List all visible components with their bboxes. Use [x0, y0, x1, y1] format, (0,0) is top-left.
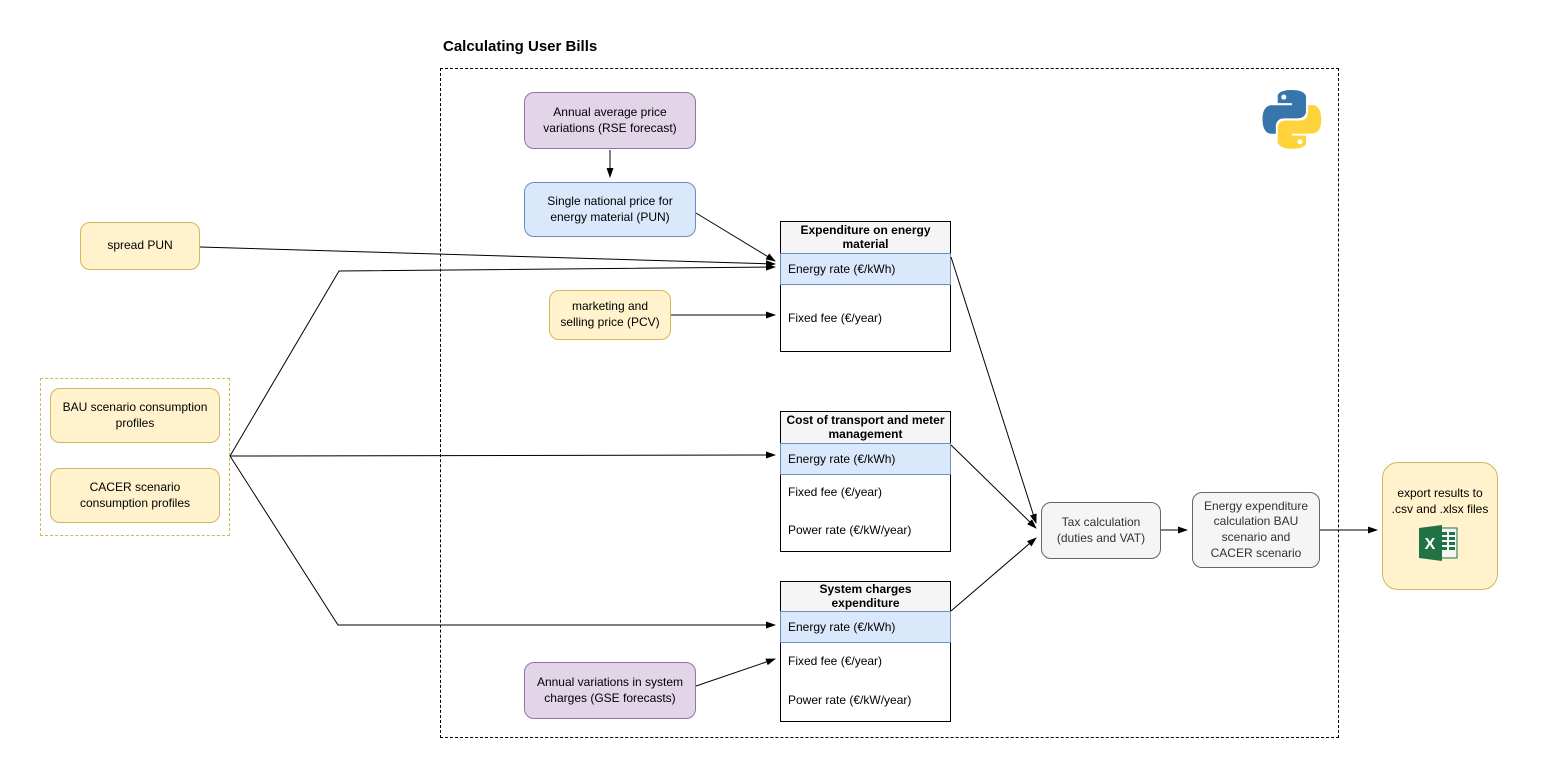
table-row-energy-rate[interactable]: Energy rate (€/kWh): [780, 253, 951, 285]
node-cacer-profiles[interactable]: CACER scenario consumption profiles: [50, 468, 220, 523]
node-bau-profiles[interactable]: BAU scenario consumption profiles: [50, 388, 220, 443]
node-tax-calculation-label: Tax calculation (duties and VAT): [1056, 514, 1146, 545]
node-tax-calculation[interactable]: Tax calculation (duties and VAT): [1041, 502, 1161, 559]
table-row-energy-rate[interactable]: Energy rate (€/kWh): [780, 443, 951, 475]
excel-icon: X: [1419, 525, 1461, 566]
node-export-results[interactable]: export results to .csv and .xlsx files X: [1382, 462, 1498, 590]
row-label: Power rate (€/kW/year): [788, 692, 912, 707]
python-logo-icon: [1262, 90, 1322, 149]
row-label: Fixed fee (€/year): [788, 653, 883, 668]
consumption-profiles-group[interactable]: [40, 378, 230, 536]
table-header: System charges expenditure: [781, 582, 950, 611]
table-row-fixed-fee[interactable]: Fixed fee (€/year): [781, 643, 950, 679]
node-rse-forecast[interactable]: Annual average price variations (RSE for…: [524, 92, 696, 149]
svg-text:X: X: [1425, 536, 1436, 553]
row-label: Fixed fee (€/year): [788, 484, 883, 499]
node-gse-forecast[interactable]: Annual variations in system charges (GSE…: [524, 662, 696, 719]
node-spread-pun-label: spread PUN: [107, 238, 173, 253]
node-bau-profiles-label: BAU scenario consumption profiles: [62, 399, 208, 430]
node-pun[interactable]: Single national price for energy materia…: [524, 182, 696, 237]
table-transport-meter-management[interactable]: Cost of transport and meter management E…: [780, 411, 951, 552]
table-expenditure-energy-material[interactable]: Expenditure on energy material Energy ra…: [780, 221, 951, 352]
row-label: Power rate (€/kW/year): [788, 522, 912, 537]
node-pcv-label: marketing and selling price (PCV): [560, 299, 660, 329]
table-row-energy-rate[interactable]: Energy rate (€/kWh): [780, 611, 951, 643]
table-header: Expenditure on energy material: [781, 222, 950, 253]
node-energy-expenditure-label: Energy expenditure calculation BAU scena…: [1203, 498, 1309, 560]
node-pcv[interactable]: marketing and selling price (PCV): [549, 290, 671, 340]
node-pun-label: Single national price for energy materia…: [547, 193, 673, 224]
table-header: Cost of transport and meter management: [781, 412, 950, 443]
row-label: Energy rate (€/kWh): [788, 619, 896, 634]
node-spread-pun[interactable]: spread PUN: [80, 222, 200, 270]
node-gse-forecast-label: Annual variations in system charges (GSE…: [536, 674, 684, 705]
node-rse-forecast-label: Annual average price variations (RSE for…: [543, 104, 677, 135]
row-label: Energy rate (€/kWh): [788, 451, 896, 466]
table-row-fixed-fee[interactable]: Fixed fee (€/year): [781, 475, 950, 509]
node-cacer-profiles-label: CACER scenario consumption profiles: [79, 479, 191, 510]
table-row-power-rate[interactable]: Power rate (€/kW/year): [781, 509, 950, 551]
table-row-power-rate[interactable]: Power rate (€/kW/year): [781, 679, 950, 721]
node-export-results-label: export results to .csv and .xlsx files: [1391, 486, 1489, 516]
row-label: Energy rate (€/kWh): [788, 261, 896, 276]
diagram-title: Calculating User Bills: [443, 38, 598, 55]
table-system-charges-expenditure[interactable]: System charges expenditure Energy rate (…: [780, 581, 951, 722]
table-row-fixed-fee[interactable]: Fixed fee (€/year): [781, 285, 950, 351]
row-label: Fixed fee (€/year): [788, 310, 883, 325]
node-energy-expenditure[interactable]: Energy expenditure calculation BAU scena…: [1192, 492, 1320, 568]
